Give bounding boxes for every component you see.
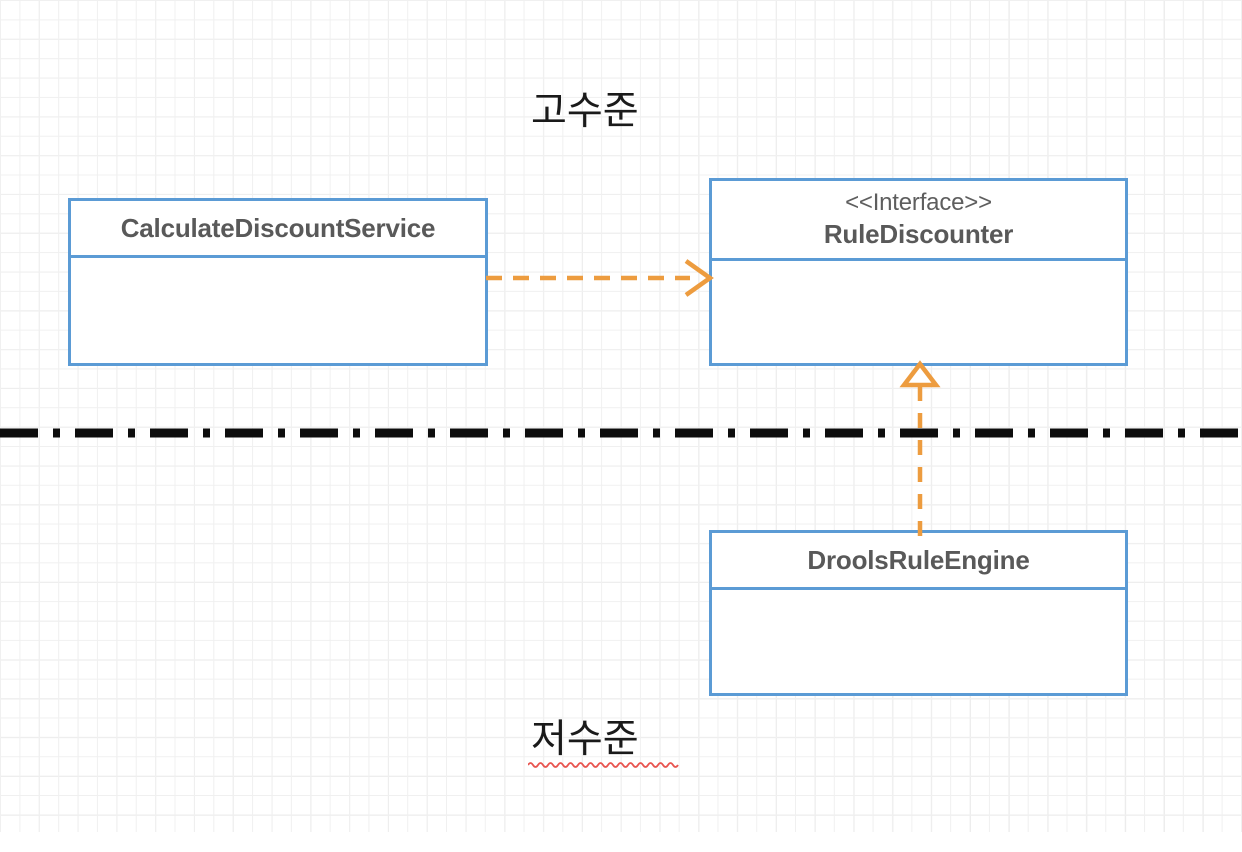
uml-class-name: DroolsRuleEngine — [807, 544, 1030, 575]
uml-class-name-compartment: DroolsRuleEngine — [712, 533, 1125, 590]
layer-separator-line — [0, 424, 1242, 442]
uml-class-drools-rule-engine[interactable]: DroolsRuleEngine — [709, 530, 1128, 696]
uml-class-members-compartment — [712, 261, 1125, 363]
spellcheck-underline — [528, 760, 680, 768]
uml-class-name: RuleDiscounter — [823, 219, 1014, 250]
uml-class-members-compartment — [712, 590, 1125, 693]
low-level-layer-label: 저수준 — [531, 717, 639, 762]
uml-class-name-compartment: CalculateDiscountService — [71, 201, 485, 258]
uml-class-name-compartment: <<Interface>> RuleDiscounter — [712, 181, 1125, 261]
uml-class-members-compartment — [71, 258, 485, 363]
uml-class-name: CalculateDiscountService — [120, 212, 436, 243]
high-level-layer-label: 고수준 — [531, 89, 639, 134]
uml-stereotype-label: <<Interface>> — [845, 189, 992, 217]
uml-interface-rule-discounter[interactable]: <<Interface>> RuleDiscounter — [709, 178, 1128, 366]
uml-class-calculate-discount-service[interactable]: CalculateDiscountService — [68, 198, 488, 366]
graph-paper-background — [0, 0, 1242, 832]
